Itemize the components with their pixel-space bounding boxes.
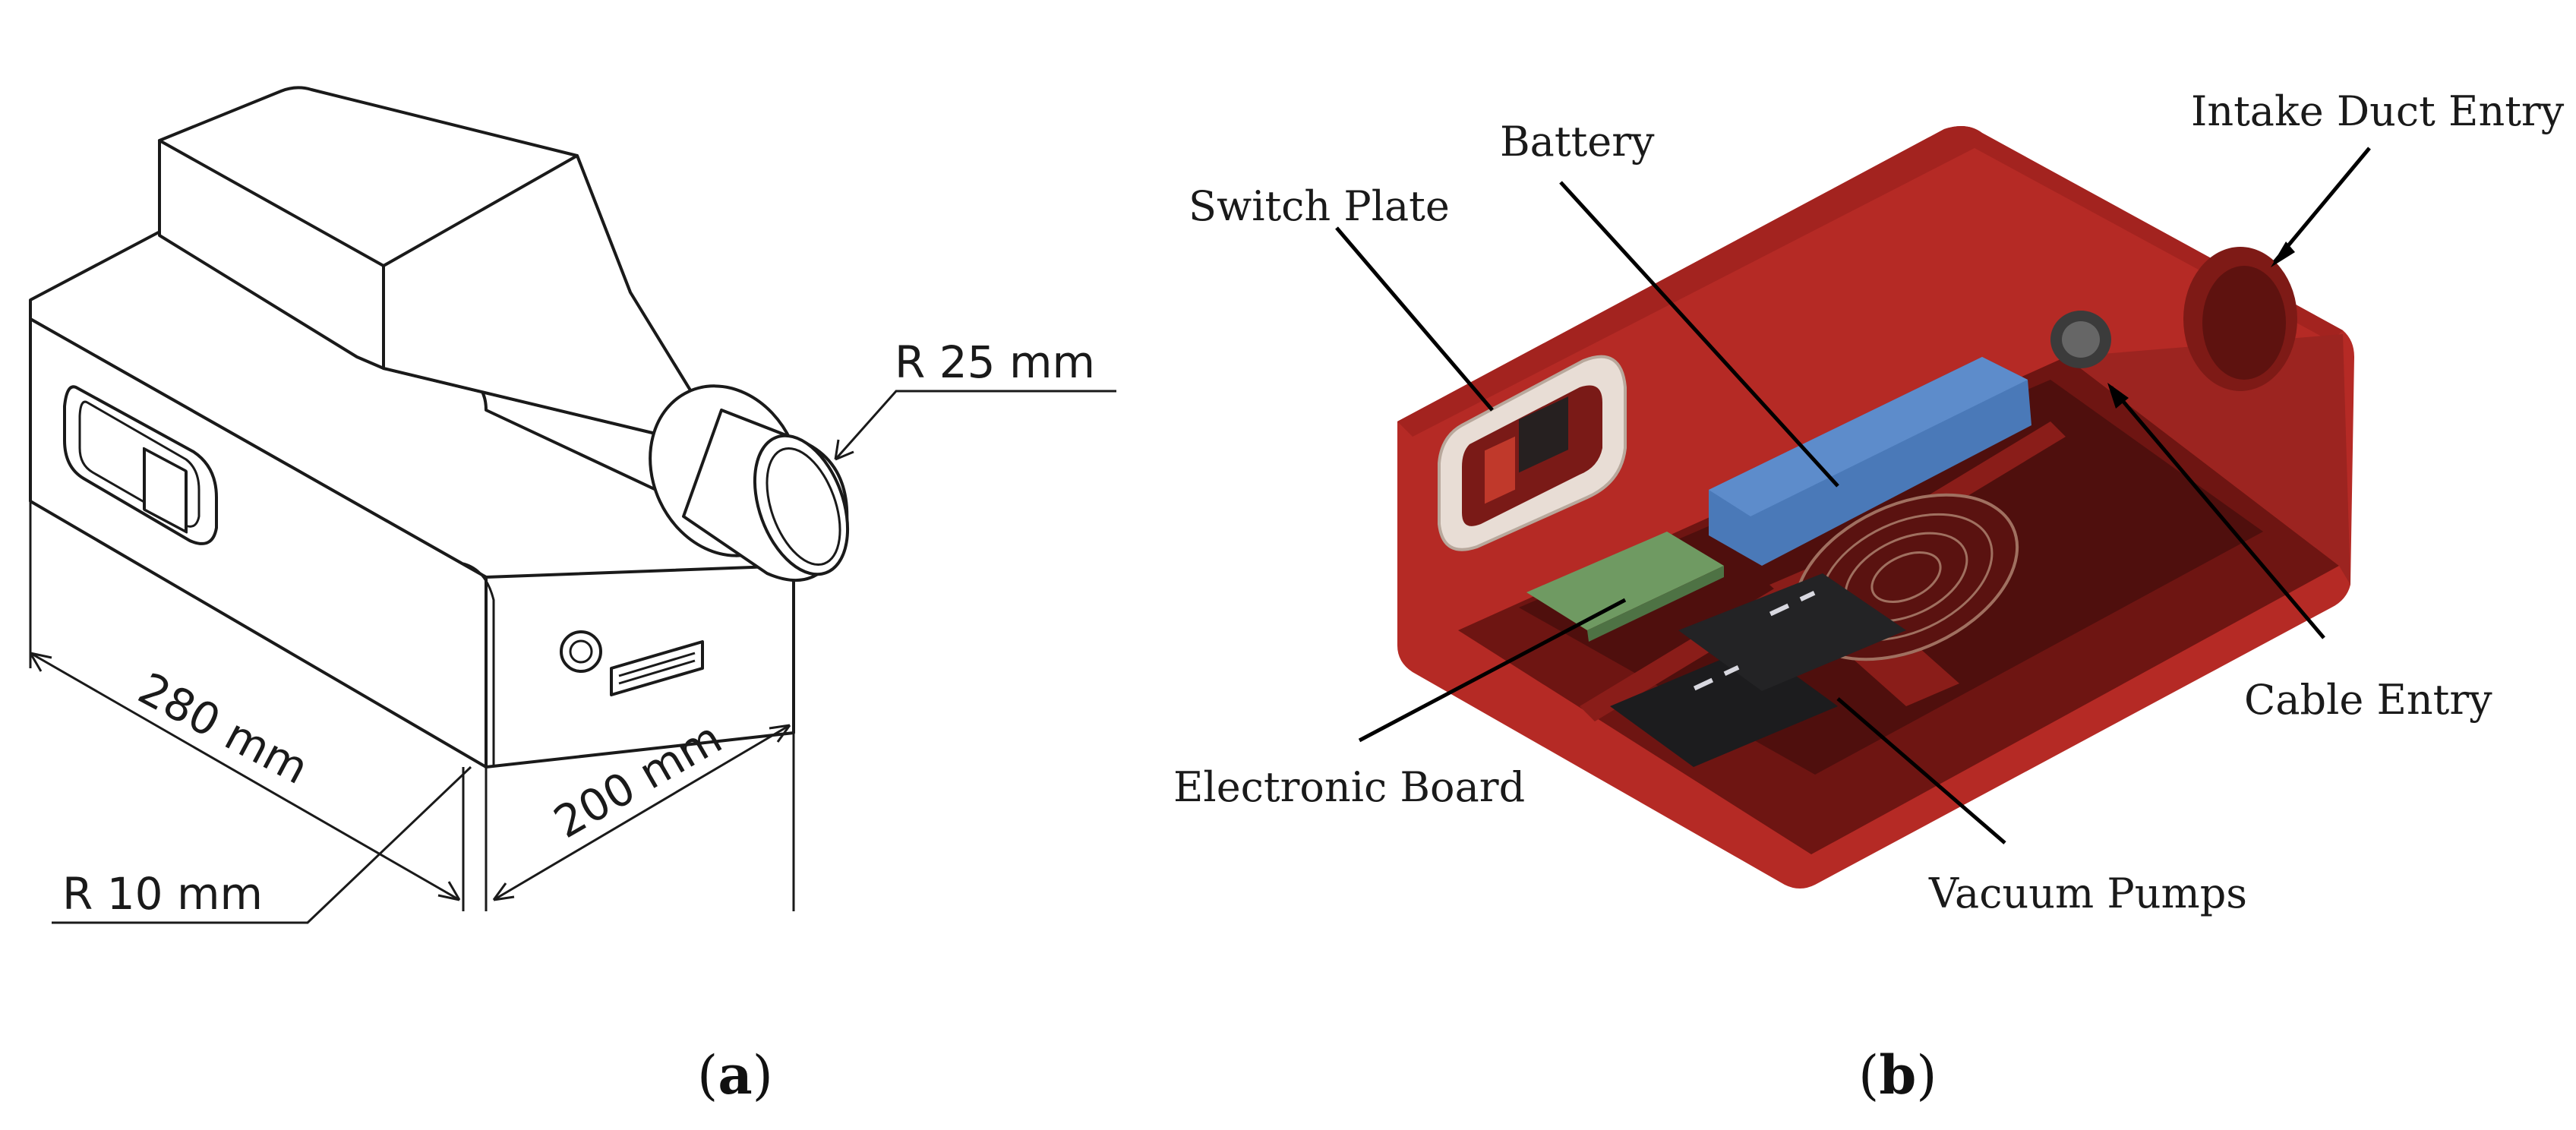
battery-top: [1709, 357, 2028, 516]
cable-entry-grommet: [560, 630, 602, 673]
panel-b-render: Battery Switch Plate Intake Duct Entry C…: [1173, 87, 2565, 1106]
duct-hood-front: [158, 139, 385, 370]
electronic-board-edge: [1587, 566, 1724, 642]
pump-arrows: [1693, 591, 1816, 691]
cable-entry-hole: [569, 639, 593, 664]
callout-electronic-board: Electronic Board: [1173, 763, 1525, 811]
electronic-board: [1526, 532, 1724, 630]
duct-opening: [753, 434, 850, 576]
callout-arrowheads: [2107, 241, 2295, 409]
callout-leaders: [1335, 147, 2371, 844]
callout-vacuum-pumps: Vacuum Pumps: [1928, 870, 2247, 917]
caption-b: (b): [1858, 1043, 1937, 1106]
corner-radius-label: R 10 mm: [62, 868, 263, 920]
intake-duct-opening: [2183, 247, 2297, 391]
dimension-lines: [29, 390, 1116, 924]
duct-opening-inner: [766, 447, 841, 567]
housing-side-face-b: [2066, 334, 2350, 585]
cable-entry-grommet-render: [2050, 311, 2111, 368]
rocker-switch: [143, 447, 188, 534]
callout-intake-duct-entry: Intake Duct Entry: [2191, 87, 2565, 135]
callout-cable-entry: Cable Entry: [2244, 676, 2492, 724]
duct-radius-label: R 25 mm: [895, 336, 1095, 388]
switch-rocker-render: [1485, 436, 1515, 504]
caption-a: (a): [697, 1043, 773, 1106]
rounded-corner-edge: [462, 562, 495, 767]
housing-top-rim: [1397, 126, 2343, 437]
panel-a-drawing: 280 mm 200 mm R 25 mm R 10 mm (a): [29, 86, 1116, 1106]
callout-battery: Battery: [1500, 118, 1655, 166]
connector-port: [610, 640, 704, 696]
callout-switch-plate: Switch Plate: [1189, 182, 1450, 230]
vacuum-pump-2: [1678, 573, 1906, 691]
switch-plate-render: [1438, 355, 1627, 551]
dimension-length-label: 280 mm: [130, 662, 317, 794]
